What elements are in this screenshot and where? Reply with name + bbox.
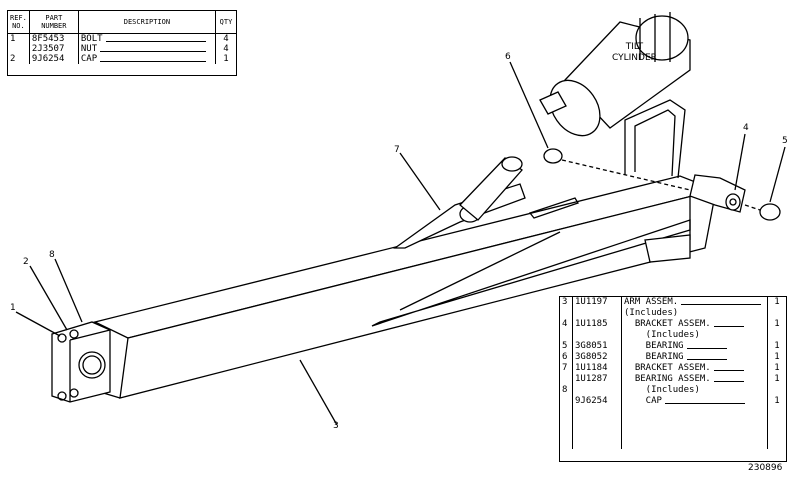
qty-cell: 1 bbox=[774, 363, 780, 373]
callout-7: 7 bbox=[394, 145, 400, 155]
bolt-1a bbox=[57, 333, 67, 343]
ref-cell: 6 bbox=[560, 352, 573, 363]
desc-cell: BEARING bbox=[621, 341, 768, 352]
qty-cell: 1 bbox=[223, 54, 229, 64]
arm-slot bbox=[371, 219, 691, 327]
table-filler-row bbox=[560, 407, 786, 449]
table-row: 2 9J6254 CAP 1 bbox=[8, 54, 236, 64]
qty-cell bbox=[768, 330, 787, 341]
part-cell bbox=[572, 330, 622, 341]
bearing-6 bbox=[543, 148, 563, 164]
part-cell bbox=[572, 308, 622, 319]
part-cell: 2J3507 bbox=[29, 44, 79, 54]
desc-cell: CAP bbox=[621, 396, 768, 407]
qty-cell bbox=[768, 385, 787, 396]
part-cell: 9J6254 bbox=[29, 54, 79, 64]
ref-cell: 2 bbox=[8, 54, 30, 64]
table-row: 1 8F5453 BOLT 4 bbox=[8, 33, 236, 44]
ref-cell: 3 bbox=[560, 297, 573, 308]
lever-bracket bbox=[624, 99, 686, 179]
callout-4: 4 bbox=[743, 123, 749, 133]
qty-cell: 4 bbox=[223, 44, 229, 54]
qty-cell: 1 bbox=[774, 297, 780, 307]
bearing-5 bbox=[759, 203, 781, 221]
callout-3: 3 bbox=[333, 421, 339, 431]
desc-cell: ARM ASSEM. bbox=[621, 297, 768, 308]
part-cell: 3G8051 bbox=[572, 341, 622, 352]
callout-2: 2 bbox=[23, 257, 29, 267]
ref-cell: 4 bbox=[560, 319, 573, 330]
desc-cell: BOLT bbox=[78, 33, 217, 44]
table-row: 1U1287 BEARING ASSEM. 1 bbox=[560, 374, 786, 385]
ref-cell: 8 bbox=[560, 385, 573, 396]
desc-cell: BEARING ASSEM. bbox=[621, 374, 768, 385]
desc-cell: BRACKET ASSEM. bbox=[621, 319, 768, 330]
ref-cell: 1 bbox=[8, 33, 30, 44]
desc-cell: (Includes) bbox=[621, 308, 768, 319]
bolt-1c bbox=[57, 391, 67, 401]
ref-cell bbox=[560, 308, 573, 319]
qty-cell: 1 bbox=[774, 352, 780, 362]
ref-cell bbox=[560, 396, 573, 407]
ref-cell: 7 bbox=[560, 363, 573, 374]
desc-cell: CAP bbox=[78, 54, 217, 64]
desc-cell: (Includes) bbox=[621, 330, 768, 341]
qty-cell: 1 bbox=[774, 319, 780, 329]
header-qty: QTY bbox=[215, 11, 236, 34]
header-desc: DESCRIPTION bbox=[78, 11, 217, 34]
part-cell: 8F5453 bbox=[29, 33, 79, 44]
tilt-cylinder-label: TILT CYLINDER bbox=[612, 42, 657, 63]
callout-5: 5 bbox=[782, 136, 788, 146]
desc-cell: (Includes) bbox=[621, 385, 768, 396]
part-cell: 1U1184 bbox=[572, 363, 622, 374]
qty-cell: 1 bbox=[774, 374, 780, 384]
desc-cell: NUT bbox=[78, 44, 217, 54]
ref-cell bbox=[560, 330, 573, 341]
part-cell bbox=[572, 385, 622, 396]
header-part: PART NUMBER bbox=[29, 11, 79, 34]
parts-table-top: REF. NO. PART NUMBER DESCRIPTION QTY 1 8… bbox=[7, 10, 237, 76]
header-ref: REF. NO. bbox=[8, 11, 30, 34]
callout-6: 6 bbox=[505, 52, 511, 62]
callout-8: 8 bbox=[49, 250, 55, 260]
bolt-1d bbox=[69, 388, 79, 398]
desc-cell: BEARING bbox=[621, 352, 768, 363]
table-row: 9J6254 CAP 1 bbox=[560, 396, 786, 407]
table-row: (Includes) bbox=[560, 308, 786, 319]
part-cell: 1U1197 bbox=[572, 297, 622, 308]
figure-number: 230896 bbox=[748, 463, 783, 473]
part-cell: 1U1287 bbox=[572, 374, 622, 385]
ref-cell bbox=[560, 374, 573, 385]
table-row: 2J3507 NUT 4 bbox=[8, 44, 236, 54]
table-header-row: REF. NO. PART NUMBER DESCRIPTION QTY bbox=[8, 11, 236, 34]
table-row: (Includes) bbox=[560, 330, 786, 341]
part-cell: 9J6254 bbox=[572, 396, 622, 407]
callout-1: 1 bbox=[10, 303, 16, 313]
desc-cell: BRACKET ASSEM. bbox=[621, 363, 768, 374]
qty-cell bbox=[768, 308, 787, 319]
ref-cell: 5 bbox=[560, 341, 573, 352]
bolt-1b bbox=[69, 329, 79, 339]
tilt-cylinder bbox=[539, 12, 691, 137]
qty-cell: 1 bbox=[774, 341, 780, 351]
arm-beam-side-face bbox=[119, 189, 717, 399]
part-cell: 1U1185 bbox=[572, 319, 622, 330]
ref-cell bbox=[8, 44, 30, 54]
qty-cell: 1 bbox=[774, 396, 780, 406]
table-row: 8 (Includes) bbox=[560, 385, 786, 396]
part-cell: 3G8052 bbox=[572, 352, 622, 363]
qty-cell: 4 bbox=[223, 34, 229, 44]
cylinder-rod bbox=[459, 157, 523, 221]
